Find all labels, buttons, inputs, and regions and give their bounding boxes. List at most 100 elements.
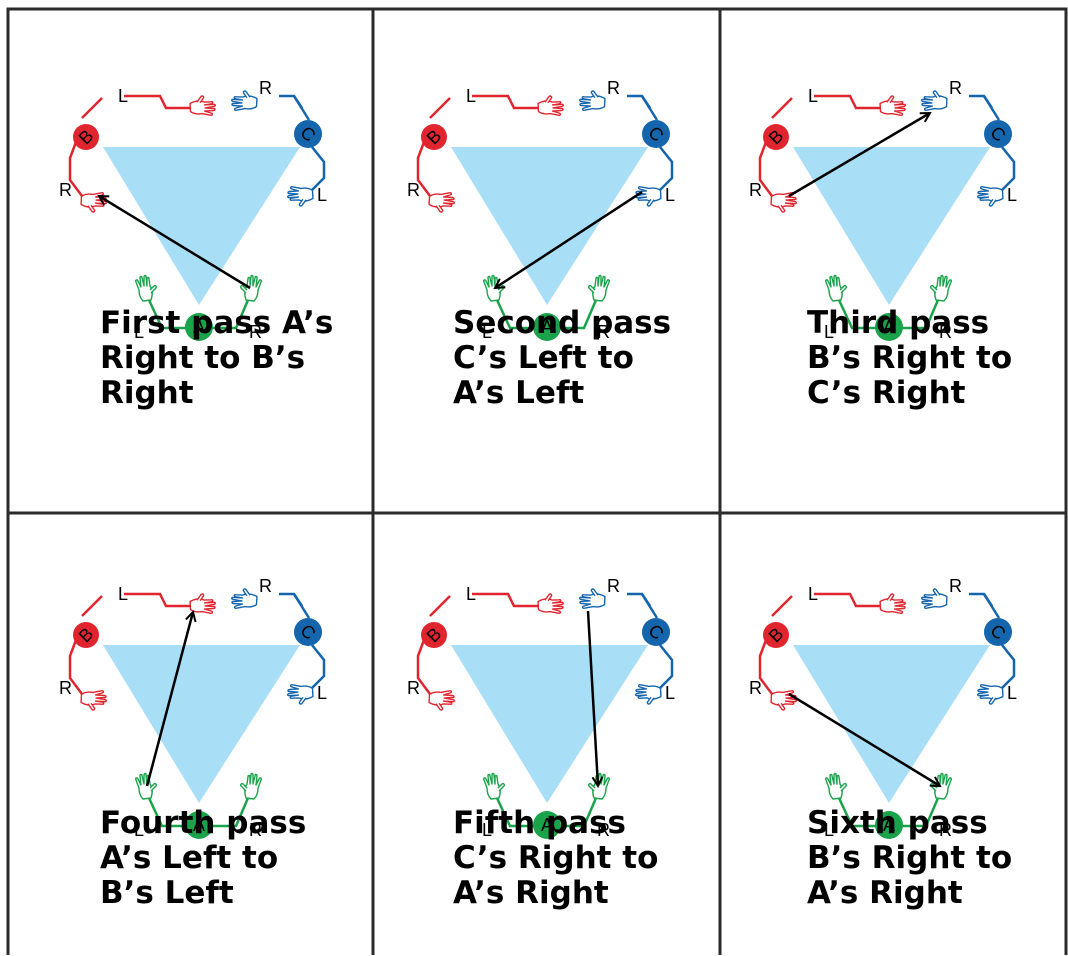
hand-icon — [921, 588, 948, 609]
player-b-right-label: R — [749, 180, 762, 200]
player-circle-icon — [875, 811, 903, 839]
pass-caption-line: C’s Right to — [453, 840, 658, 876]
player-c-left-label: L — [1007, 683, 1017, 703]
player-c-left-arm — [1001, 644, 1016, 689]
player-b-left-arm — [814, 94, 880, 110]
player-b-right-arm — [758, 639, 773, 695]
player-b-right-arm — [68, 639, 83, 695]
center-triangle — [793, 645, 990, 803]
pass-caption-line: Third pass — [807, 305, 989, 341]
player-circle-icon — [185, 313, 213, 341]
player-a-left-label: L — [824, 820, 834, 840]
hand-icon — [80, 192, 107, 213]
player-a-right-label: R — [597, 322, 610, 342]
player-circle-icon — [763, 622, 789, 648]
player-c-left-arm — [311, 146, 326, 191]
pass-caption-line: Sixth pass — [807, 805, 988, 841]
pass-caption-line: Right — [100, 375, 194, 411]
player-c-left-arm — [311, 644, 326, 689]
hand-icon — [825, 274, 847, 302]
pass-caption-line: A’s Right — [453, 875, 609, 911]
player-a-label: A — [883, 815, 895, 835]
hand-icon — [287, 186, 314, 207]
pass-caption-line: Right to B’s — [100, 340, 305, 376]
hand-icon — [930, 772, 952, 800]
hand-icon — [189, 95, 216, 116]
player-circle-icon — [73, 124, 99, 150]
player-circle-icon — [984, 120, 1012, 148]
hand-icon — [921, 90, 948, 111]
player-b-left-arm — [472, 94, 538, 110]
pass-caption-line: A’s Right — [807, 875, 963, 911]
player-b-right-label: R — [407, 180, 420, 200]
hand-icon — [770, 192, 797, 213]
player-a-right-label: R — [597, 820, 610, 840]
hand-icon — [483, 772, 505, 800]
player-b-right-arm — [68, 141, 83, 197]
player-c-shoulder — [982, 593, 1001, 619]
player-c-shoulder — [640, 95, 659, 121]
player-b-right-label: R — [59, 678, 72, 698]
player-b-left-arm — [472, 592, 538, 608]
player-a-left-label: L — [482, 820, 492, 840]
player-a-right-label: R — [249, 820, 262, 840]
player-c-left-label: L — [317, 185, 327, 205]
hand-icon — [635, 684, 662, 705]
player-c-left-label: L — [317, 683, 327, 703]
hand-icon — [635, 186, 662, 207]
player-b-shoulder — [429, 97, 451, 119]
hand-icon — [80, 690, 107, 711]
player-c-shoulder — [292, 593, 311, 619]
player-circle-icon — [421, 622, 447, 648]
player-c-left-label: L — [1007, 185, 1017, 205]
pass-caption-line: C’s Left to — [453, 340, 634, 376]
player-circle-icon — [984, 618, 1012, 646]
player-a-left-label: L — [824, 322, 834, 342]
player-b-left-arm — [814, 592, 880, 608]
player-a-label: A — [193, 815, 205, 835]
pass-caption-line: Fifth pass — [453, 805, 626, 841]
hand-icon — [231, 588, 258, 609]
player-circle-icon — [642, 120, 670, 148]
player-a-left-label: L — [482, 322, 492, 342]
hand-icon — [135, 772, 157, 800]
hand-icon — [537, 593, 564, 614]
outer-border — [6, 7, 1068, 955]
player-c-right-label: R — [259, 576, 272, 596]
player-c-left-arm — [659, 644, 674, 689]
player-a-label: A — [541, 815, 553, 835]
hand-icon — [977, 684, 1004, 705]
player-b-left-label: L — [118, 86, 128, 106]
player-b-right-label: R — [407, 678, 420, 698]
center-triangle — [451, 147, 648, 305]
player-a-right-label: R — [939, 820, 952, 840]
player-b-left-label: L — [808, 86, 818, 106]
hand-icon — [135, 274, 157, 302]
player-c-shoulder — [640, 593, 659, 619]
player-b-shoulder — [81, 97, 103, 119]
player-a-right-label: R — [939, 322, 952, 342]
hand-icon — [428, 690, 455, 711]
center-triangle — [103, 147, 300, 305]
pass-arrow-icon — [495, 190, 643, 288]
pass-caption-line: A’s Left to — [100, 840, 278, 876]
pass-caption-line: B’s Left — [100, 875, 234, 911]
player-b-left-label: L — [808, 584, 818, 604]
center-triangle — [103, 645, 300, 803]
player-a-right-label: R — [249, 322, 262, 342]
hand-icon — [770, 690, 797, 711]
player-c-shoulder — [982, 95, 1001, 121]
player-circle-icon — [875, 313, 903, 341]
pass-arrow-icon — [788, 111, 930, 198]
player-c-left-label: L — [665, 683, 675, 703]
hand-icon — [579, 90, 606, 111]
hand-icon — [879, 95, 906, 116]
pass-caption-line: B’s Right to — [807, 340, 1012, 376]
player-a-label: A — [193, 317, 205, 337]
